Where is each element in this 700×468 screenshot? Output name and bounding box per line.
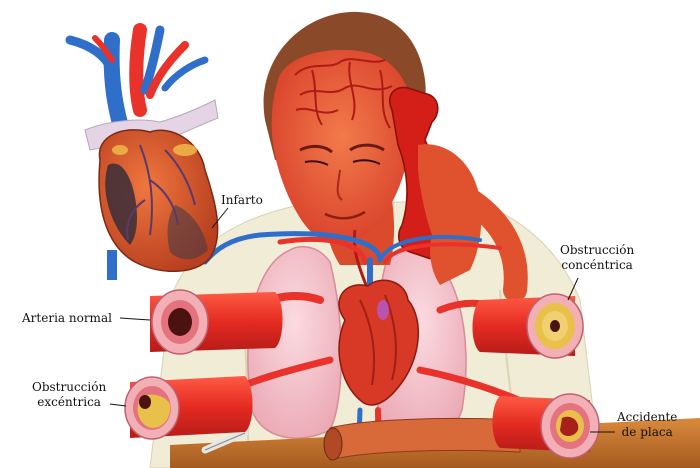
label-obstruccion-concentrica: Obstrucción concéntrica — [560, 243, 634, 273]
label-obstruccion-excentrica: Obstrucción excéntrica — [32, 380, 106, 410]
label-accidente-de-placa: Accidente de placa — [617, 410, 677, 440]
label-infarto: Infarto — [221, 193, 263, 208]
inset-heart-illustration — [70, 30, 228, 280]
cross-section-normal-artery — [120, 290, 283, 354]
cross-section-eccentric-obstruction — [110, 376, 253, 439]
label-arteria-normal: Arteria normal — [22, 311, 112, 326]
